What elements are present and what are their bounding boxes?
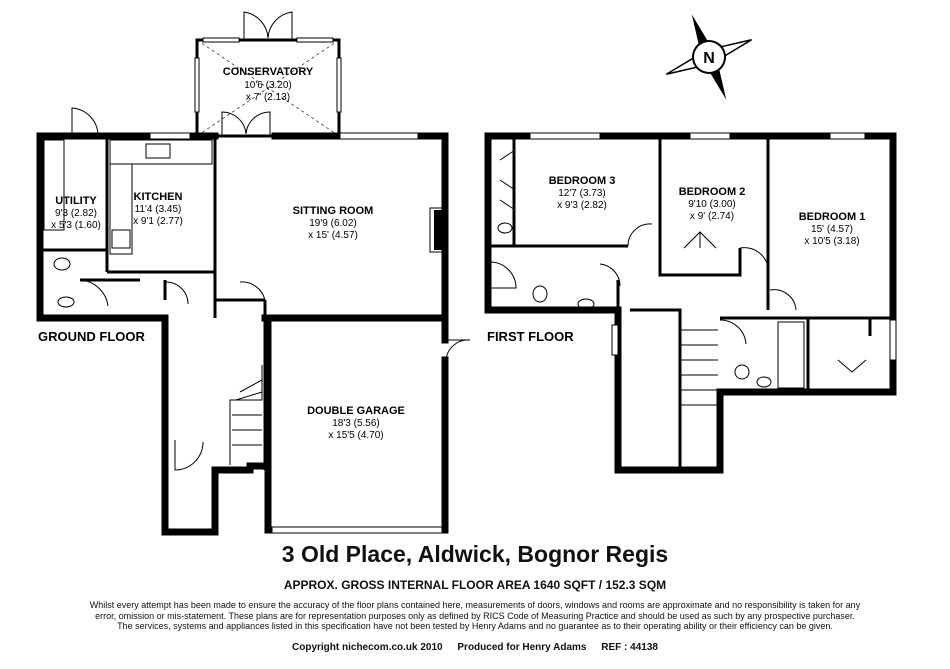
svg-text:x 9'3 (2.82): x 9'3 (2.82) [557, 200, 607, 211]
first-floor-label: FIRST FLOOR [487, 329, 574, 344]
bedroom3-label: BEDROOM 3 [549, 175, 616, 187]
ground-floor-plan [36, 11, 471, 536]
reference: REF : 44138 [601, 642, 658, 653]
compass-letter: N [703, 50, 715, 67]
sitting-room-label: SITTING ROOM [293, 205, 374, 217]
bedroom1-label: BEDROOM 1 [799, 211, 866, 223]
svg-text:9'3 (2.82): 9'3 (2.82) [55, 208, 97, 219]
toilet-icon [497, 222, 513, 234]
property-title: 3 Old Place, Aldwick, Bognor Regis [281, 541, 669, 567]
first-floor-stairs [680, 329, 718, 406]
ground-floor-internal-walls [42, 138, 267, 470]
svg-text:x 15'5 (4.70): x 15'5 (4.70) [328, 430, 383, 441]
svg-text:15' (4.57): 15' (4.57) [811, 224, 853, 235]
svg-text:18'3 (5.56): 18'3 (5.56) [332, 418, 380, 429]
first-floor-plan [484, 132, 897, 474]
basin-icon [57, 296, 75, 308]
svg-text:19'9 (6.02): 19'9 (6.02) [309, 218, 357, 229]
svg-text:x 15' (4.57): x 15' (4.57) [308, 230, 358, 241]
floor-plan-drawing: CONSERVATORY 10'6 (3.20) x 7' (2.13) UTI… [36, 11, 897, 536]
footer: Copyright nichecom.co.uk 2010 Produced f… [0, 642, 950, 653]
floor-area: APPROX. GROSS INTERNAL FLOOR AREA 1640 S… [283, 578, 667, 592]
utility-door [71, 107, 99, 136]
kitchen-worktop [109, 139, 213, 165]
garage-side-door [445, 339, 471, 363]
ground-floor-stairs [229, 365, 263, 465]
sink-icon [145, 143, 171, 159]
bedroom2-label: BEDROOM 2 [679, 186, 746, 198]
svg-text:9'10 (3.00): 9'10 (3.00) [688, 199, 736, 210]
disclaimer: Whilst every attempt has been made to en… [89, 600, 861, 631]
toilet-icon [532, 285, 548, 303]
room-labels: CONSERVATORY 10'6 (3.20) x 7' (2.13) UTI… [51, 66, 865, 441]
double-garage-label: DOUBLE GARAGE [307, 405, 405, 417]
toilet-icon [53, 257, 71, 271]
shower-icon [489, 261, 517, 289]
compass-icon [665, 14, 753, 100]
bath-icon [777, 321, 805, 389]
produced-for: Produced for Henry Adams [457, 642, 587, 653]
svg-text:10'6 (3.20): 10'6 (3.20) [244, 80, 292, 91]
sitting-room-window [339, 132, 419, 140]
toilet-icon [734, 364, 750, 380]
first-floor-internal-walls [490, 138, 893, 470]
basin-icon [756, 376, 772, 388]
utility-label: UTILITY [55, 195, 97, 207]
hob-icon [111, 229, 131, 249]
garage-door [271, 526, 443, 534]
svg-text:x 9' (2.74): x 9' (2.74) [690, 211, 734, 222]
kitchen-label: KITCHEN [134, 191, 183, 203]
svg-text:x 9'1 (2.77): x 9'1 (2.77) [133, 216, 183, 227]
svg-text:x 10'5 (3.18): x 10'5 (3.18) [804, 236, 859, 247]
kitchen-window [149, 132, 191, 140]
basin-icon [577, 298, 595, 310]
svg-text:x 5'3 (1.60): x 5'3 (1.60) [51, 220, 101, 231]
ground-floor-outer-walls [36, 132, 449, 536]
ground-floor-label: GROUND FLOOR [38, 329, 145, 344]
copyright: Copyright nichecom.co.uk 2010 [292, 642, 443, 653]
first-floor-outer-walls [484, 132, 897, 474]
conservatory-outline [194, 11, 342, 138]
svg-text:x 7' (2.13): x 7' (2.13) [246, 92, 290, 103]
svg-text:12'7 (3.73): 12'7 (3.73) [558, 188, 606, 199]
svg-text:11'4 (3.45): 11'4 (3.45) [135, 204, 182, 215]
conservatory-label: CONSERVATORY [223, 66, 314, 78]
